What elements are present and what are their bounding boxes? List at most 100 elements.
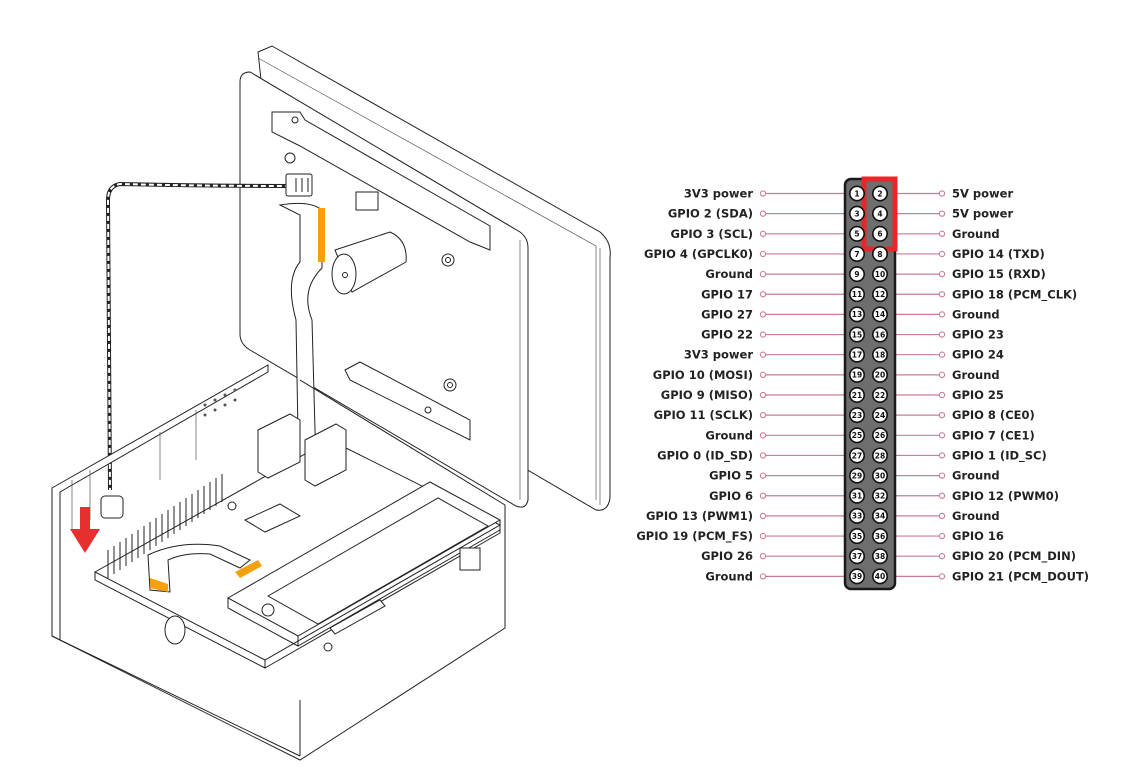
pin-28: 28 bbox=[871, 447, 888, 464]
pin-15: 15 bbox=[848, 326, 865, 343]
pin-6: 6 bbox=[871, 225, 888, 242]
pin-number: 15 bbox=[852, 330, 862, 339]
pin-label-left: Ground bbox=[705, 267, 753, 281]
pin-number: 6 bbox=[877, 230, 882, 239]
pin-circle bbox=[871, 306, 888, 323]
pin-circle bbox=[848, 427, 865, 444]
pin-circle bbox=[871, 266, 888, 283]
pin-number: 30 bbox=[875, 471, 885, 480]
pin-label-left: GPIO 0 (ID_SD) bbox=[657, 448, 753, 463]
terminal-left bbox=[759, 472, 767, 479]
pin-18: 18 bbox=[871, 346, 888, 363]
pin-number: 32 bbox=[875, 492, 885, 501]
terminal-left bbox=[759, 452, 767, 459]
pin-circle bbox=[871, 467, 888, 484]
pin-number: 14 bbox=[875, 310, 885, 319]
pin-label-left: GPIO 2 (SDA) bbox=[668, 207, 753, 221]
pin-label-left: GPIO 11 (SCLK) bbox=[654, 408, 753, 422]
pin-number: 9 bbox=[854, 270, 859, 279]
adapter-board bbox=[226, 481, 502, 652]
pin-label-right: GPIO 21 (PCM_DOUT) bbox=[952, 569, 1089, 584]
pin-circle bbox=[848, 366, 865, 383]
pin-circle bbox=[871, 346, 888, 363]
terminal-left bbox=[759, 250, 767, 258]
pin-circle bbox=[848, 245, 865, 262]
standoff bbox=[331, 231, 407, 295]
pin-37: 37 bbox=[848, 548, 865, 565]
pin-35: 35 bbox=[848, 528, 865, 545]
pin-label-right: GPIO 1 (ID_SC) bbox=[952, 448, 1047, 463]
pin-circle bbox=[848, 507, 865, 524]
pin-36: 36 bbox=[871, 528, 888, 545]
pin-number: 19 bbox=[852, 371, 862, 380]
pin-number: 8 bbox=[877, 250, 882, 259]
terminal-left bbox=[759, 553, 767, 560]
terminal-left bbox=[759, 230, 767, 237]
pin-circle bbox=[848, 306, 865, 323]
terminal-left bbox=[759, 351, 767, 358]
pin-19: 19 bbox=[848, 366, 865, 383]
terminal-right bbox=[938, 512, 946, 520]
pin-number: 12 bbox=[875, 290, 885, 299]
pin-number: 23 bbox=[852, 411, 862, 420]
pin-label-left: 3V3 power bbox=[684, 348, 753, 362]
pin-number: 27 bbox=[852, 451, 862, 460]
pin-number: 31 bbox=[852, 492, 862, 501]
pin-29: 29 bbox=[848, 467, 865, 484]
pin-number: 38 bbox=[875, 552, 885, 561]
terminal-right bbox=[938, 432, 946, 439]
fan-cable bbox=[100, 173, 313, 519]
terminal-right bbox=[938, 371, 946, 378]
pin-circle bbox=[848, 407, 865, 424]
pin-label-right: GPIO 7 (CE1) bbox=[952, 428, 1035, 442]
pin-label-right: Ground bbox=[952, 368, 1000, 382]
pin-1: 1 bbox=[848, 185, 865, 202]
pin-number: 36 bbox=[875, 532, 885, 541]
pin-number: 29 bbox=[852, 471, 862, 480]
terminal-right bbox=[938, 391, 946, 399]
terminal-left bbox=[759, 532, 767, 540]
pin-circle bbox=[848, 346, 865, 363]
terminal-right bbox=[938, 452, 946, 459]
pin-label-right: 5V power bbox=[952, 187, 1013, 201]
pin-circle bbox=[871, 407, 888, 424]
pin-circle bbox=[871, 366, 888, 383]
pin-lines bbox=[759, 190, 946, 580]
pin-circle bbox=[871, 427, 888, 444]
terminal-right bbox=[938, 553, 946, 560]
pin-10: 10 bbox=[871, 266, 888, 283]
insert-direction-arrow bbox=[70, 507, 100, 553]
pin-number: 33 bbox=[852, 512, 862, 521]
pin-circle bbox=[871, 386, 888, 403]
pin-number: 24 bbox=[875, 411, 885, 420]
terminal-left bbox=[759, 311, 767, 318]
pin-number: 11 bbox=[852, 290, 862, 299]
terminal-left bbox=[759, 512, 767, 520]
terminal-right bbox=[938, 532, 946, 540]
pin-24: 24 bbox=[871, 407, 888, 424]
pin-number: 37 bbox=[852, 552, 862, 561]
terminal-right bbox=[938, 573, 946, 580]
pin-number: 17 bbox=[852, 351, 862, 360]
pin-21: 21 bbox=[848, 386, 865, 403]
pin-circle bbox=[871, 548, 888, 565]
pin-label-right: Ground bbox=[952, 227, 1000, 241]
pin-number: 20 bbox=[875, 371, 885, 380]
pin-number: 28 bbox=[875, 451, 885, 460]
pin-number: 3 bbox=[854, 209, 859, 218]
pin-32: 32 bbox=[871, 487, 888, 504]
pin-label-right: GPIO 25 bbox=[952, 388, 1004, 402]
terminal-left bbox=[759, 432, 767, 439]
pin-number: 35 bbox=[852, 532, 862, 541]
pin-17: 17 bbox=[848, 346, 865, 363]
pin-circle bbox=[848, 205, 865, 222]
pin-40: 40 bbox=[871, 568, 888, 585]
terminal-right bbox=[938, 492, 946, 499]
pin-circle bbox=[848, 386, 865, 403]
terminal-right bbox=[938, 250, 946, 258]
pin-label-left: Ground bbox=[705, 569, 753, 583]
pin-11: 11 bbox=[848, 286, 865, 303]
pin-label-left: GPIO 17 bbox=[701, 287, 753, 301]
